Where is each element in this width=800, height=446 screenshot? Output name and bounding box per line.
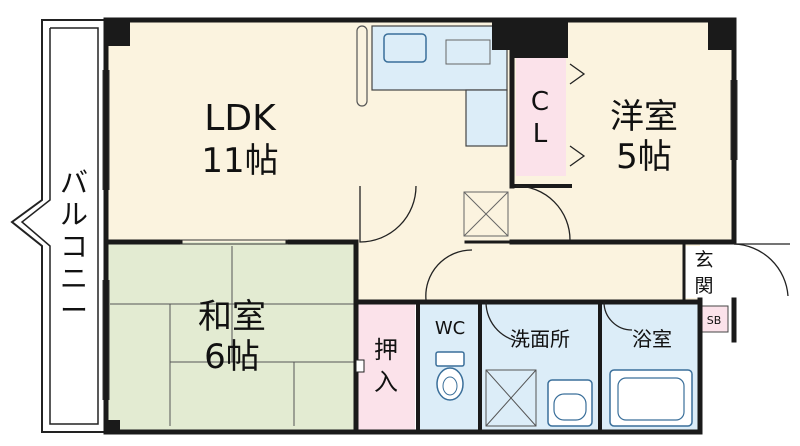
yoshitsu-name: 洋室 bbox=[610, 97, 678, 137]
genkan-label-2: 関 bbox=[694, 275, 713, 297]
washitsu-size: 6帖 bbox=[204, 337, 260, 377]
oshiire-label-2: 入 bbox=[374, 368, 398, 396]
wc-label: WC bbox=[435, 318, 465, 339]
sb-label: SB bbox=[707, 314, 722, 327]
closet-cl-label-1: C bbox=[531, 87, 549, 117]
washing-machine-space bbox=[485, 369, 537, 427]
kitchen-counter-side bbox=[465, 89, 508, 147]
oshiire-floor bbox=[357, 302, 415, 430]
ldk-name: LDK bbox=[204, 98, 277, 139]
tatami-lines bbox=[110, 246, 354, 426]
sb-box bbox=[699, 305, 729, 333]
balcony-label-2: ル bbox=[60, 198, 88, 231]
balcony-label-3: コ bbox=[60, 230, 88, 263]
ldk-partition-stub bbox=[356, 25, 368, 107]
stove-icon bbox=[445, 39, 491, 65]
wash-basin-icon bbox=[547, 379, 593, 427]
bathtub-icon bbox=[609, 369, 693, 427]
balcony-label-5: ー bbox=[60, 294, 88, 327]
washitsu-floor bbox=[106, 242, 356, 430]
fridge-space bbox=[463, 191, 509, 237]
genkan-label-1: 玄 bbox=[694, 249, 713, 271]
door-swings bbox=[359, 63, 790, 343]
kitchen-counter bbox=[371, 25, 508, 91]
washitsu-name: 和室 bbox=[198, 297, 266, 337]
genkan-floor bbox=[684, 246, 724, 298]
closet-cl-floor bbox=[516, 58, 566, 176]
ldk-size: 11帖 bbox=[201, 141, 278, 181]
pillars bbox=[106, 20, 736, 434]
yokushitsu-label: 浴室 bbox=[632, 327, 672, 351]
balcony-label-1: バ bbox=[60, 166, 88, 199]
oshiire-label-1: 押 bbox=[374, 336, 398, 364]
walls bbox=[103, 17, 737, 435]
yoshitsu-size: 5帖 bbox=[616, 137, 672, 177]
senmenjo-label: 洗面所 bbox=[510, 327, 570, 351]
balcony-label-4: ニ bbox=[60, 262, 88, 295]
closet-cl-label-2: L bbox=[533, 119, 548, 149]
hallway-floor bbox=[355, 242, 700, 300]
windows bbox=[102, 70, 738, 400]
kitchen-sink-icon bbox=[383, 33, 427, 63]
toilet-icon bbox=[435, 351, 465, 401]
